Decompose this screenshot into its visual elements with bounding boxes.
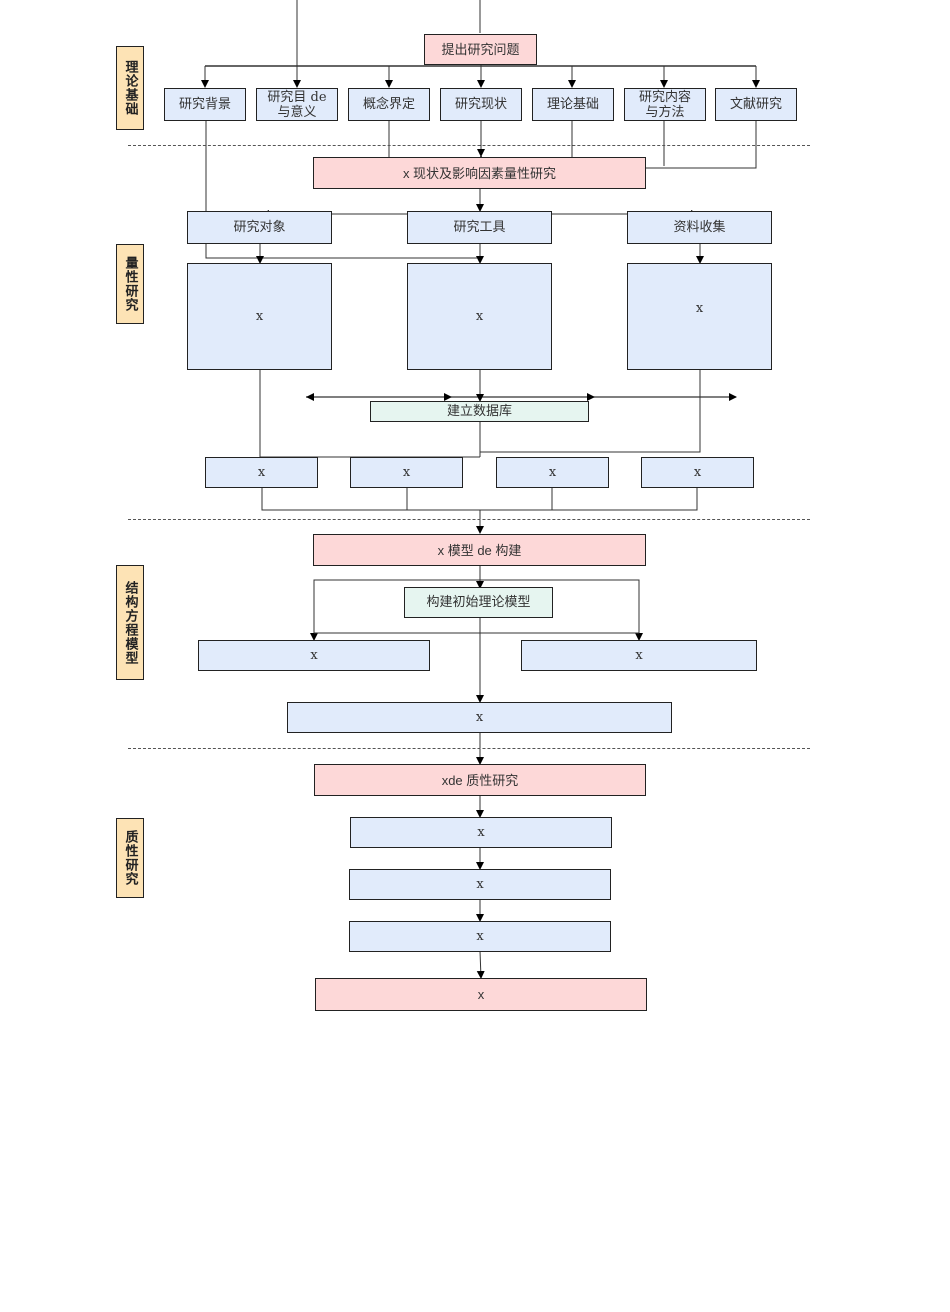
detail-box: x (407, 263, 552, 370)
column-header-box: 研究对象 (187, 211, 332, 244)
qualitative-step-box: x (349, 921, 611, 952)
theory-item-box: 研究背景 (164, 88, 246, 121)
side-label-qualitative: 质性研究 (116, 818, 144, 898)
sem-branch-box: x (198, 640, 430, 671)
sem-title-box: x 模型 de 构建 (313, 534, 646, 566)
theory-item-box: 文献研究 (715, 88, 797, 121)
research-question-box: 提出研究问题 (424, 34, 537, 65)
theory-item-box: 概念界定 (348, 88, 430, 121)
detail-box: x (627, 263, 772, 370)
quantitative-title-box: x 现状及影响因素量性研究 (313, 157, 646, 189)
result-box: x (496, 457, 609, 488)
qualitative-title-box: xde 质性研究 (314, 764, 646, 796)
theory-item-box: 研究现状 (440, 88, 522, 121)
side-label-sem: 结构方程模型 (116, 565, 144, 680)
theory-item-box: 理论基础 (532, 88, 614, 121)
sem-branch-box: x (521, 640, 757, 671)
sem-merged-box: x (287, 702, 672, 733)
result-box: x (641, 457, 754, 488)
section-divider (128, 145, 810, 146)
side-label-quantitative: 量性研究 (116, 244, 144, 324)
section-divider (128, 519, 810, 520)
qualitative-step-box: x (350, 817, 612, 848)
column-header-box: 资料收集 (627, 211, 772, 244)
database-box: 建立数据库 (370, 401, 589, 422)
result-box: x (350, 457, 463, 488)
section-divider (128, 748, 810, 749)
initial-model-box: 构建初始理论模型 (404, 587, 553, 618)
theory-item-box: 研究内容与方法 (624, 88, 706, 121)
side-label-theory: 理论基础 (116, 46, 144, 130)
detail-box: x (187, 263, 332, 370)
result-box: x (205, 457, 318, 488)
qualitative-step-box: x (349, 869, 611, 900)
theory-item-box: 研究目 de 与意义 (256, 88, 338, 121)
final-result-box: x (315, 978, 647, 1011)
column-header-box: 研究工具 (407, 211, 552, 244)
